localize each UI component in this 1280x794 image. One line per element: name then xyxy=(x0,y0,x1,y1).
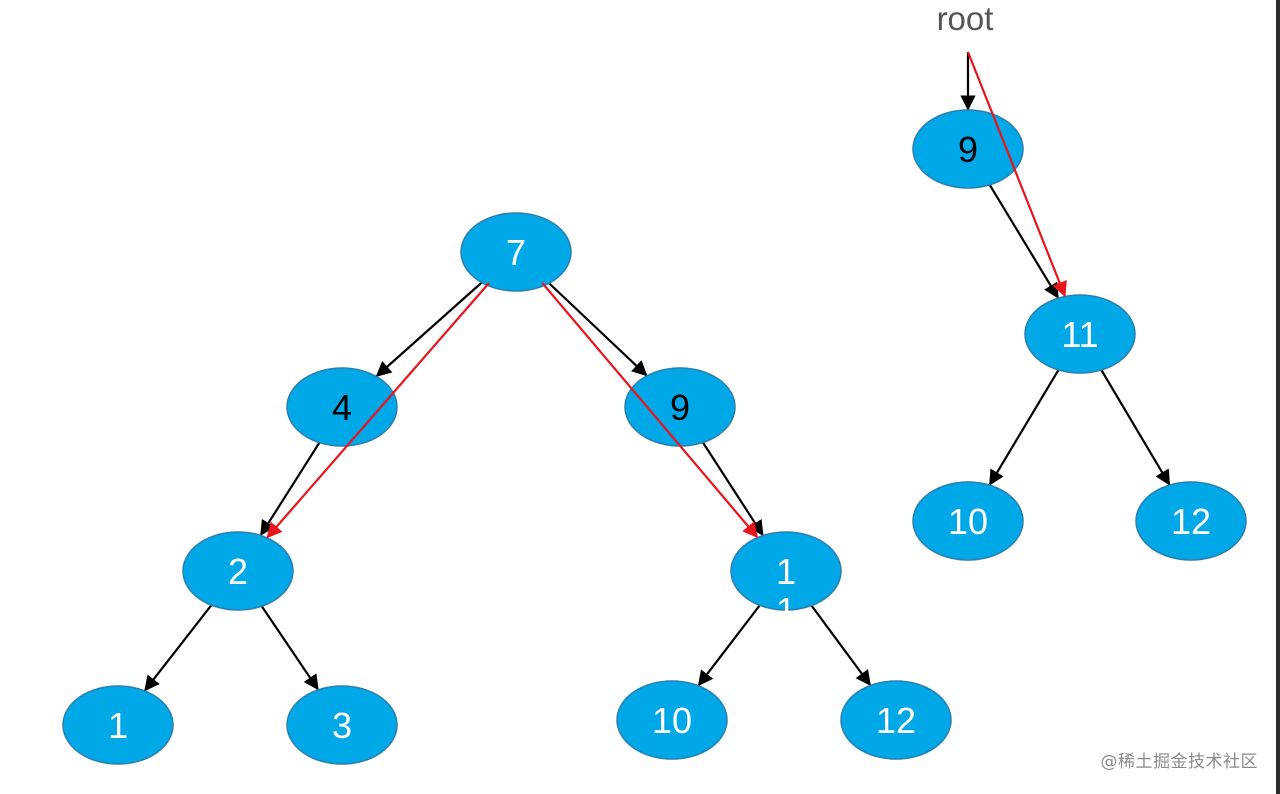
edge-L11-L10 xyxy=(697,602,763,687)
edge-L2-L1 xyxy=(144,602,215,692)
left-node-L4 xyxy=(286,367,398,447)
root-label: root xyxy=(937,0,994,37)
highlight-edge-L7-L11 xyxy=(541,282,759,539)
left-node-L11 xyxy=(730,531,842,611)
edge-L11-L12 xyxy=(808,602,871,686)
right-node-R12 xyxy=(1135,481,1247,561)
left-node-label-L7: 7 xyxy=(506,232,526,273)
left-node-label-L1: 1 xyxy=(108,705,128,746)
left-node-label-L10: 10 xyxy=(652,700,692,741)
right-node-label-R9: 9 xyxy=(958,129,978,170)
left-node-L1 xyxy=(62,685,174,765)
left-node-label-L12: 12 xyxy=(876,700,916,741)
watermark: @稀土掘金技术社区 xyxy=(1100,752,1258,772)
edge-L2-L3 xyxy=(259,603,319,691)
left-node-label-L3: 3 xyxy=(332,705,352,746)
edge-L7-L4 xyxy=(375,279,485,377)
highlight-edges-layer xyxy=(266,51,1067,539)
edge-R11-R10 xyxy=(988,366,1061,486)
edges-layer xyxy=(144,52,1171,692)
highlight-edge-root-R11 xyxy=(966,51,1067,298)
right-node-label-R12: 12 xyxy=(1171,501,1211,542)
left-node-label-L4: 4 xyxy=(332,387,352,428)
left-node-L3 xyxy=(286,685,398,765)
left-node-label-L11: 1 xyxy=(776,551,796,592)
nodes-layer xyxy=(62,109,1247,765)
edge-L7-L9 xyxy=(545,280,648,377)
edge-L4-L2 xyxy=(260,439,322,537)
right-edge-border xyxy=(1276,0,1280,794)
edge-R11-R12 xyxy=(1098,366,1171,486)
left-node-label-L2: 2 xyxy=(228,551,248,592)
left-node-label2-L11: 1 xyxy=(776,590,796,631)
right-node-label-R11: 11 xyxy=(1061,314,1098,355)
left-node-L7 xyxy=(460,212,572,292)
edge-L9-L11 xyxy=(700,439,764,537)
highlight-edge-L7-L2 xyxy=(266,282,490,539)
right-node-R11 xyxy=(1024,294,1136,374)
left-node-L2 xyxy=(182,531,294,611)
left-node-L10 xyxy=(616,680,728,760)
edge-R9-R11 xyxy=(987,181,1059,299)
right-node-R10 xyxy=(912,481,1024,561)
right-node-R9 xyxy=(912,109,1024,189)
left-node-label-L9: 9 xyxy=(670,387,690,428)
right-node-label-R10: 10 xyxy=(948,501,988,542)
left-node-L12 xyxy=(840,680,952,760)
